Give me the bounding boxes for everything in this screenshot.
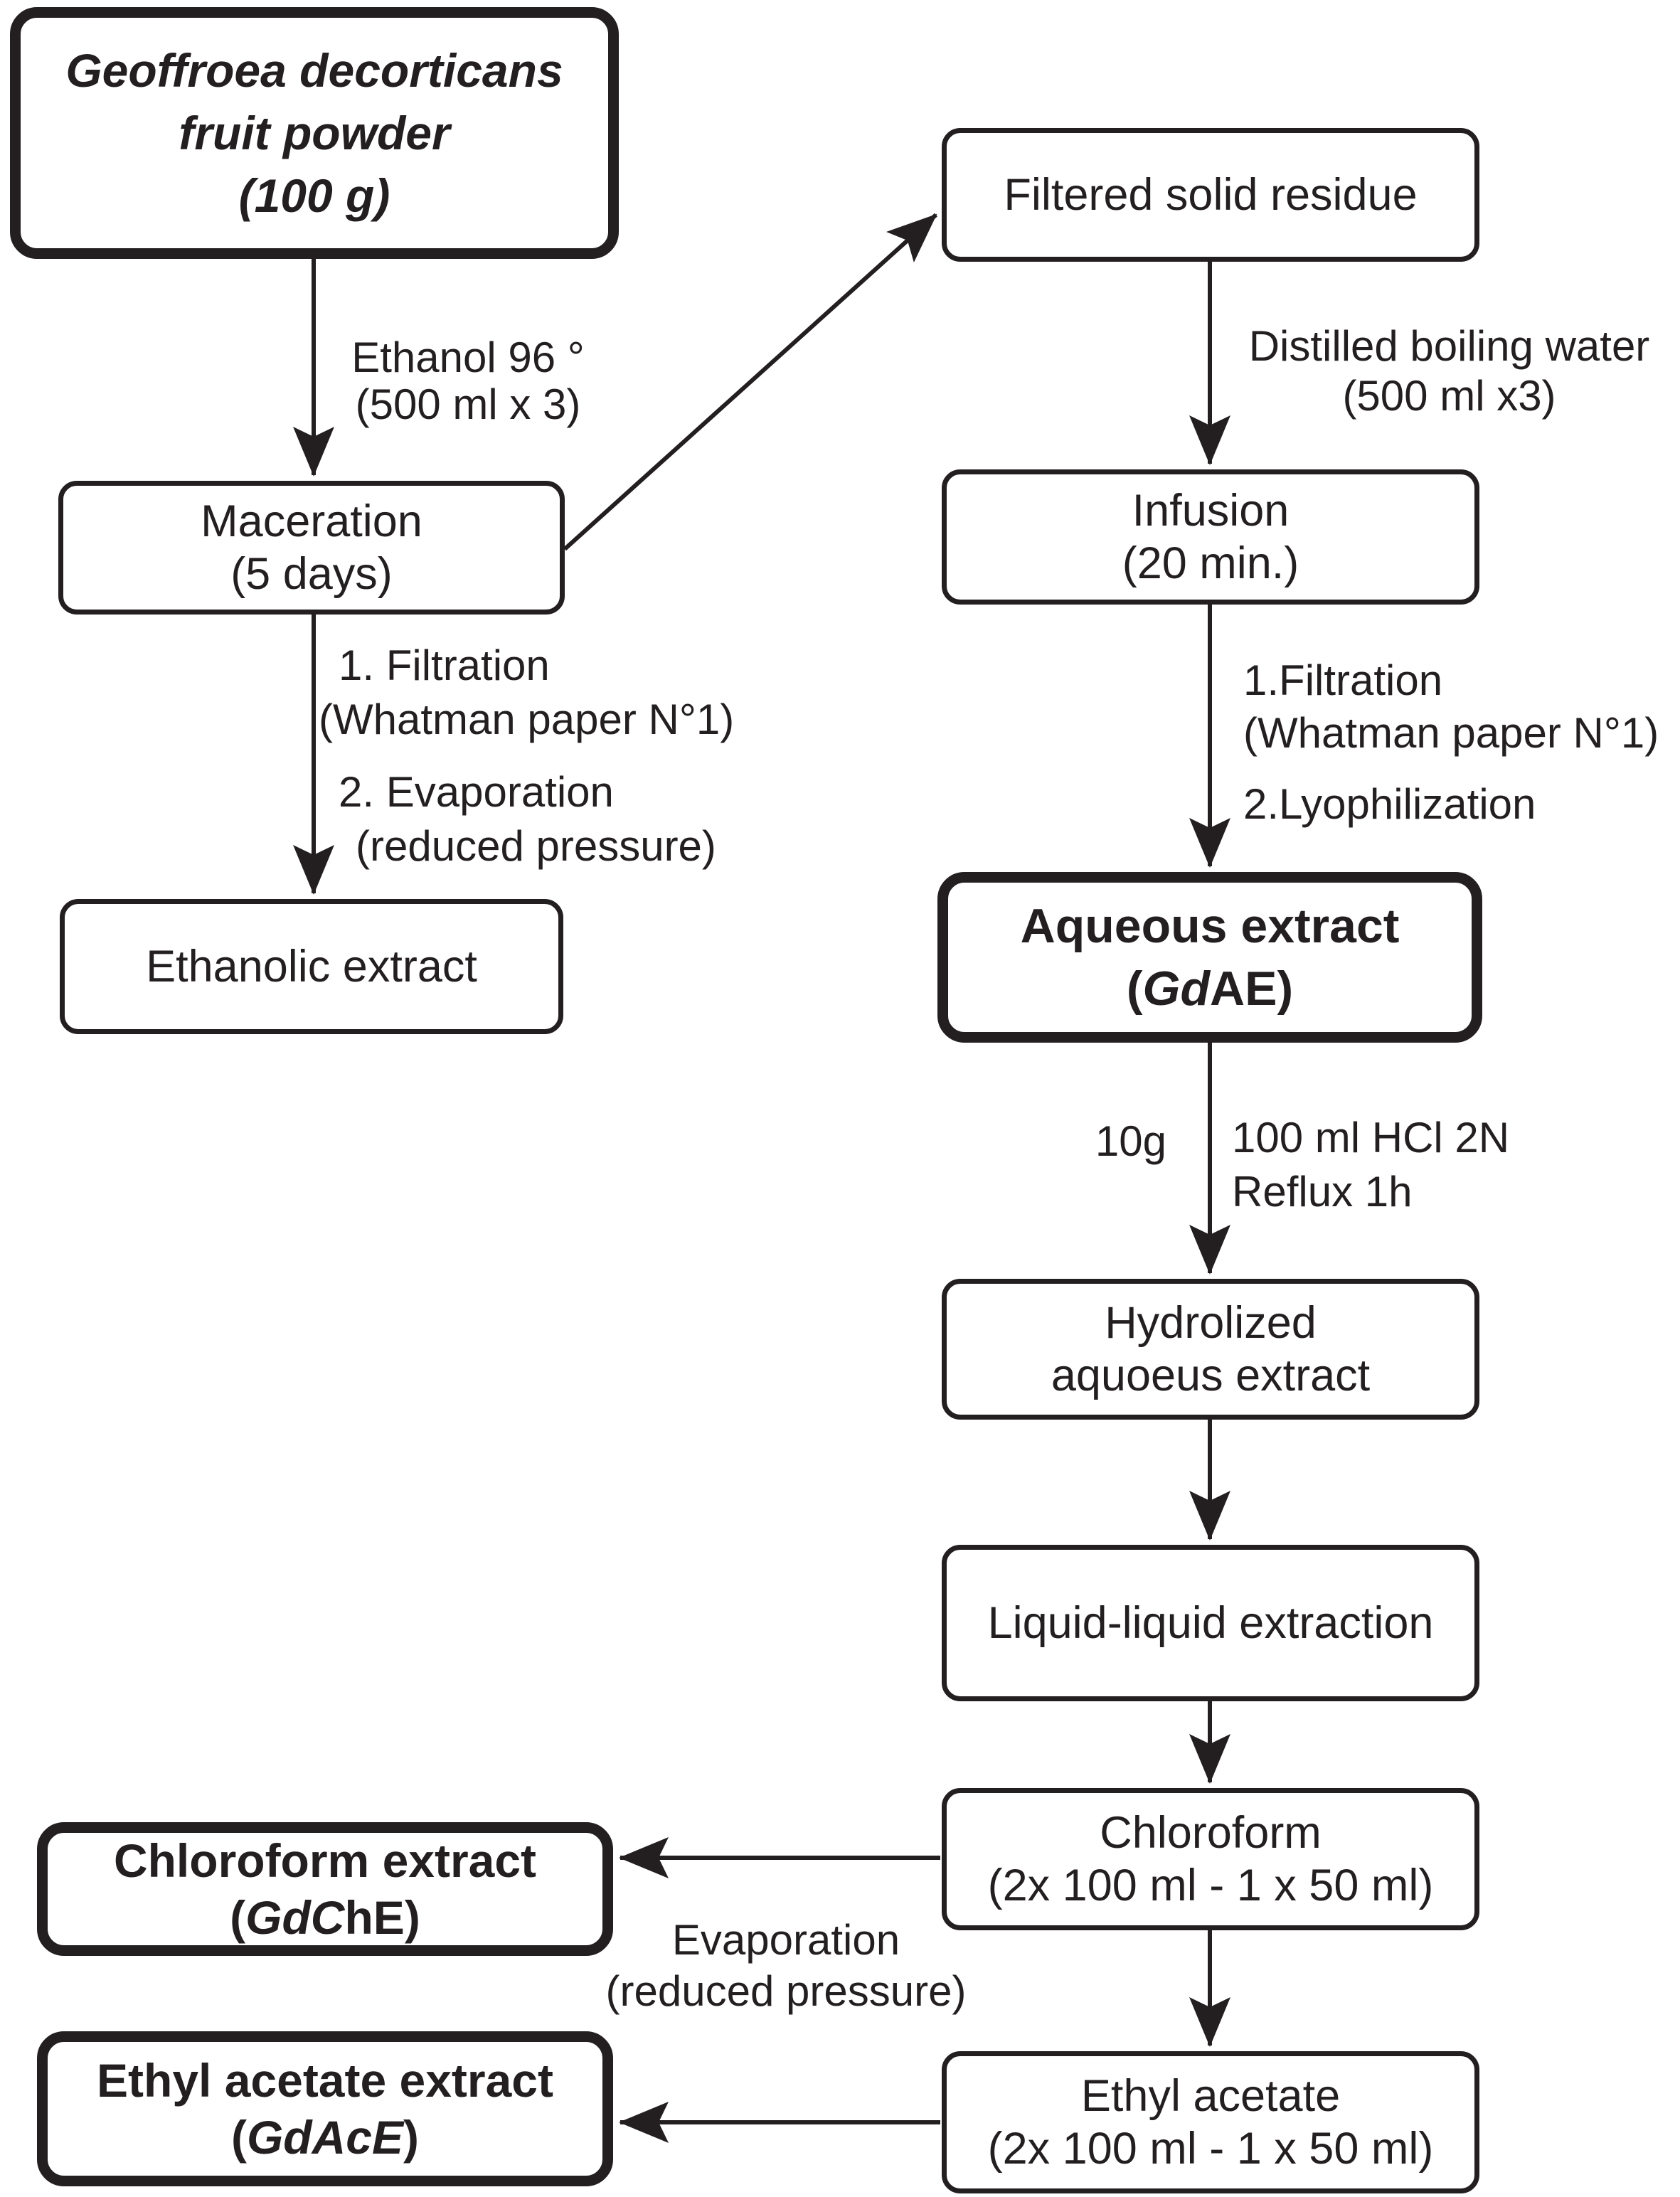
chloroform-extract-line2: (GdChE) [230,1889,420,1946]
chloroform-line1: Chloroform [1100,1808,1322,1858]
infusion-line1: Infusion [1132,486,1290,536]
infusion-box: Infusion (20 min.) [942,469,1479,605]
chloroform-extract-line1: Chloroform extract [113,1834,537,1887]
ethanol-label-line2: (500 ml x 3) [355,381,581,428]
chloroform-line2: (2x 100 ml - 1 x 50 ml) [987,1861,1434,1910]
maceration-step2-detail: (reduced pressure) [356,822,716,870]
distilled-water-line2: (500 ml x3) [1342,372,1556,420]
distilled-water-line1: Distilled boiling water [1248,322,1650,370]
ethyl-acetate-box: Ethyl acetate (2x 100 ml - 1 x 50 ml) [942,2051,1479,2193]
fruit-powder-line2: fruit powder [179,107,450,159]
ethyl-acetate-extract-line2: (GdAcE) [231,2109,419,2166]
hydrolysis-amount-text: 10g [1095,1117,1166,1165]
ethyl-acetate-line2: (2x 100 ml - 1 x 50 ml) [987,2124,1434,2174]
maceration-line1: Maceration [201,496,422,546]
aqueous-extract-line1: Aqueous extract [1020,899,1400,953]
evaporation-label: Evaporation (reduced pressure) [583,1915,989,2017]
ethanolic-extract-box: Ethanolic extract [60,899,563,1034]
aqueous-abbrev-rest: AE) [1209,962,1294,1016]
infusion-step1: 1.Filtration [1243,656,1443,704]
hydrolysis-line2: Reflux 1h [1232,1168,1413,1215]
hydrolized-aqueous-extract-box: Hydrolized aquoeus extract [942,1279,1479,1420]
maceration-step1: 1. Filtration [339,642,550,689]
distilled-water-label: Distilled boiling water (500 ml x3) [1227,321,1671,421]
hydrolized-line2: aquoeus extract [1051,1351,1371,1400]
ethyl-acetate-extract-line1: Ethyl acetate extract [97,2054,553,2107]
liquid-liquid-extraction-box: Liquid-liquid extraction [942,1545,1479,1701]
evaporation-line1: Evaporation [671,1916,900,1964]
fruit-powder-line3: (100 g) [238,169,390,222]
ethyl-acetate-extract-abbrev-rest: ) [403,2111,419,2164]
infusion-line2: (20 min.) [1122,538,1299,588]
hydrolysis-amount-label: 10g [1024,1115,1166,1168]
infusion-step2: 2.Lyophilization [1243,780,1536,828]
maceration-steps-label: 1. Filtration (Whatman paper N°1) 2. Eva… [319,639,734,873]
ethyl-acetate-line1: Ethyl acetate [1080,2071,1341,2121]
chloroform-extract-abbrev-rest: hE) [344,1891,420,1944]
hydrolysis-label: 100 ml HCl 2N Reflux 1h [1232,1111,1509,1219]
evaporation-line2: (reduced pressure) [605,1967,967,2015]
arrow-maceration-to-filtered-residue [563,213,938,551]
maceration-box: Maceration (5 days) [58,481,565,615]
maceration-step1-detail: (Whatman paper N°1) [319,696,735,743]
chloroform-extract-box: Chloroform extract (GdChE) [37,1822,613,1956]
ethyl-acetate-extract-abbrev-italic: GdAcE [246,2111,404,2164]
infusion-step1-detail: (Whatman paper N°1) [1243,709,1659,757]
liquid-liquid-extraction-label: Liquid-liquid extraction [987,1598,1434,1648]
chloroform-box: Chloroform (2x 100 ml - 1 x 50 ml) [942,1788,1479,1930]
ethanol-label-line1: Ethanol 96 ° [351,334,585,381]
chloroform-extract-abbrev-italic: GdC [245,1891,345,1944]
fruit-powder-box: Geoffroea decorticans fruit powder (100 … [10,7,619,259]
aqueous-extract-line2: (GdAE) [1127,957,1293,1020]
filtered-solid-residue-label: Filtered solid residue [1004,170,1418,220]
hydrolysis-line1: 100 ml HCl 2N [1232,1114,1510,1161]
fruit-powder-line1: Geoffroea decorticans [65,44,563,97]
aqueous-extract-box: Aqueous extract (GdAE) [937,872,1482,1043]
ethyl-acetate-extract-paren-open: ( [230,2111,247,2164]
maceration-step2: 2. Evaporation [339,768,614,816]
aqueous-abbrev-italic: Gd [1142,962,1210,1016]
aqueous-paren-open: ( [1126,962,1143,1016]
hydrolized-line1: Hydrolized [1105,1298,1317,1348]
maceration-line2: (5 days) [230,549,393,599]
infusion-steps-label: 1.Filtration (Whatman paper N°1) 2.Lyoph… [1243,654,1659,831]
filtered-solid-residue-box: Filtered solid residue [942,128,1479,262]
ethanolic-extract-label: Ethanolic extract [146,942,477,991]
chloroform-extract-paren-open: ( [230,1891,246,1944]
ethyl-acetate-extract-box: Ethyl acetate extract (GdAcE) [37,2031,613,2186]
ethanol-label: Ethanol 96 ° (500 ml x 3) [326,334,610,428]
